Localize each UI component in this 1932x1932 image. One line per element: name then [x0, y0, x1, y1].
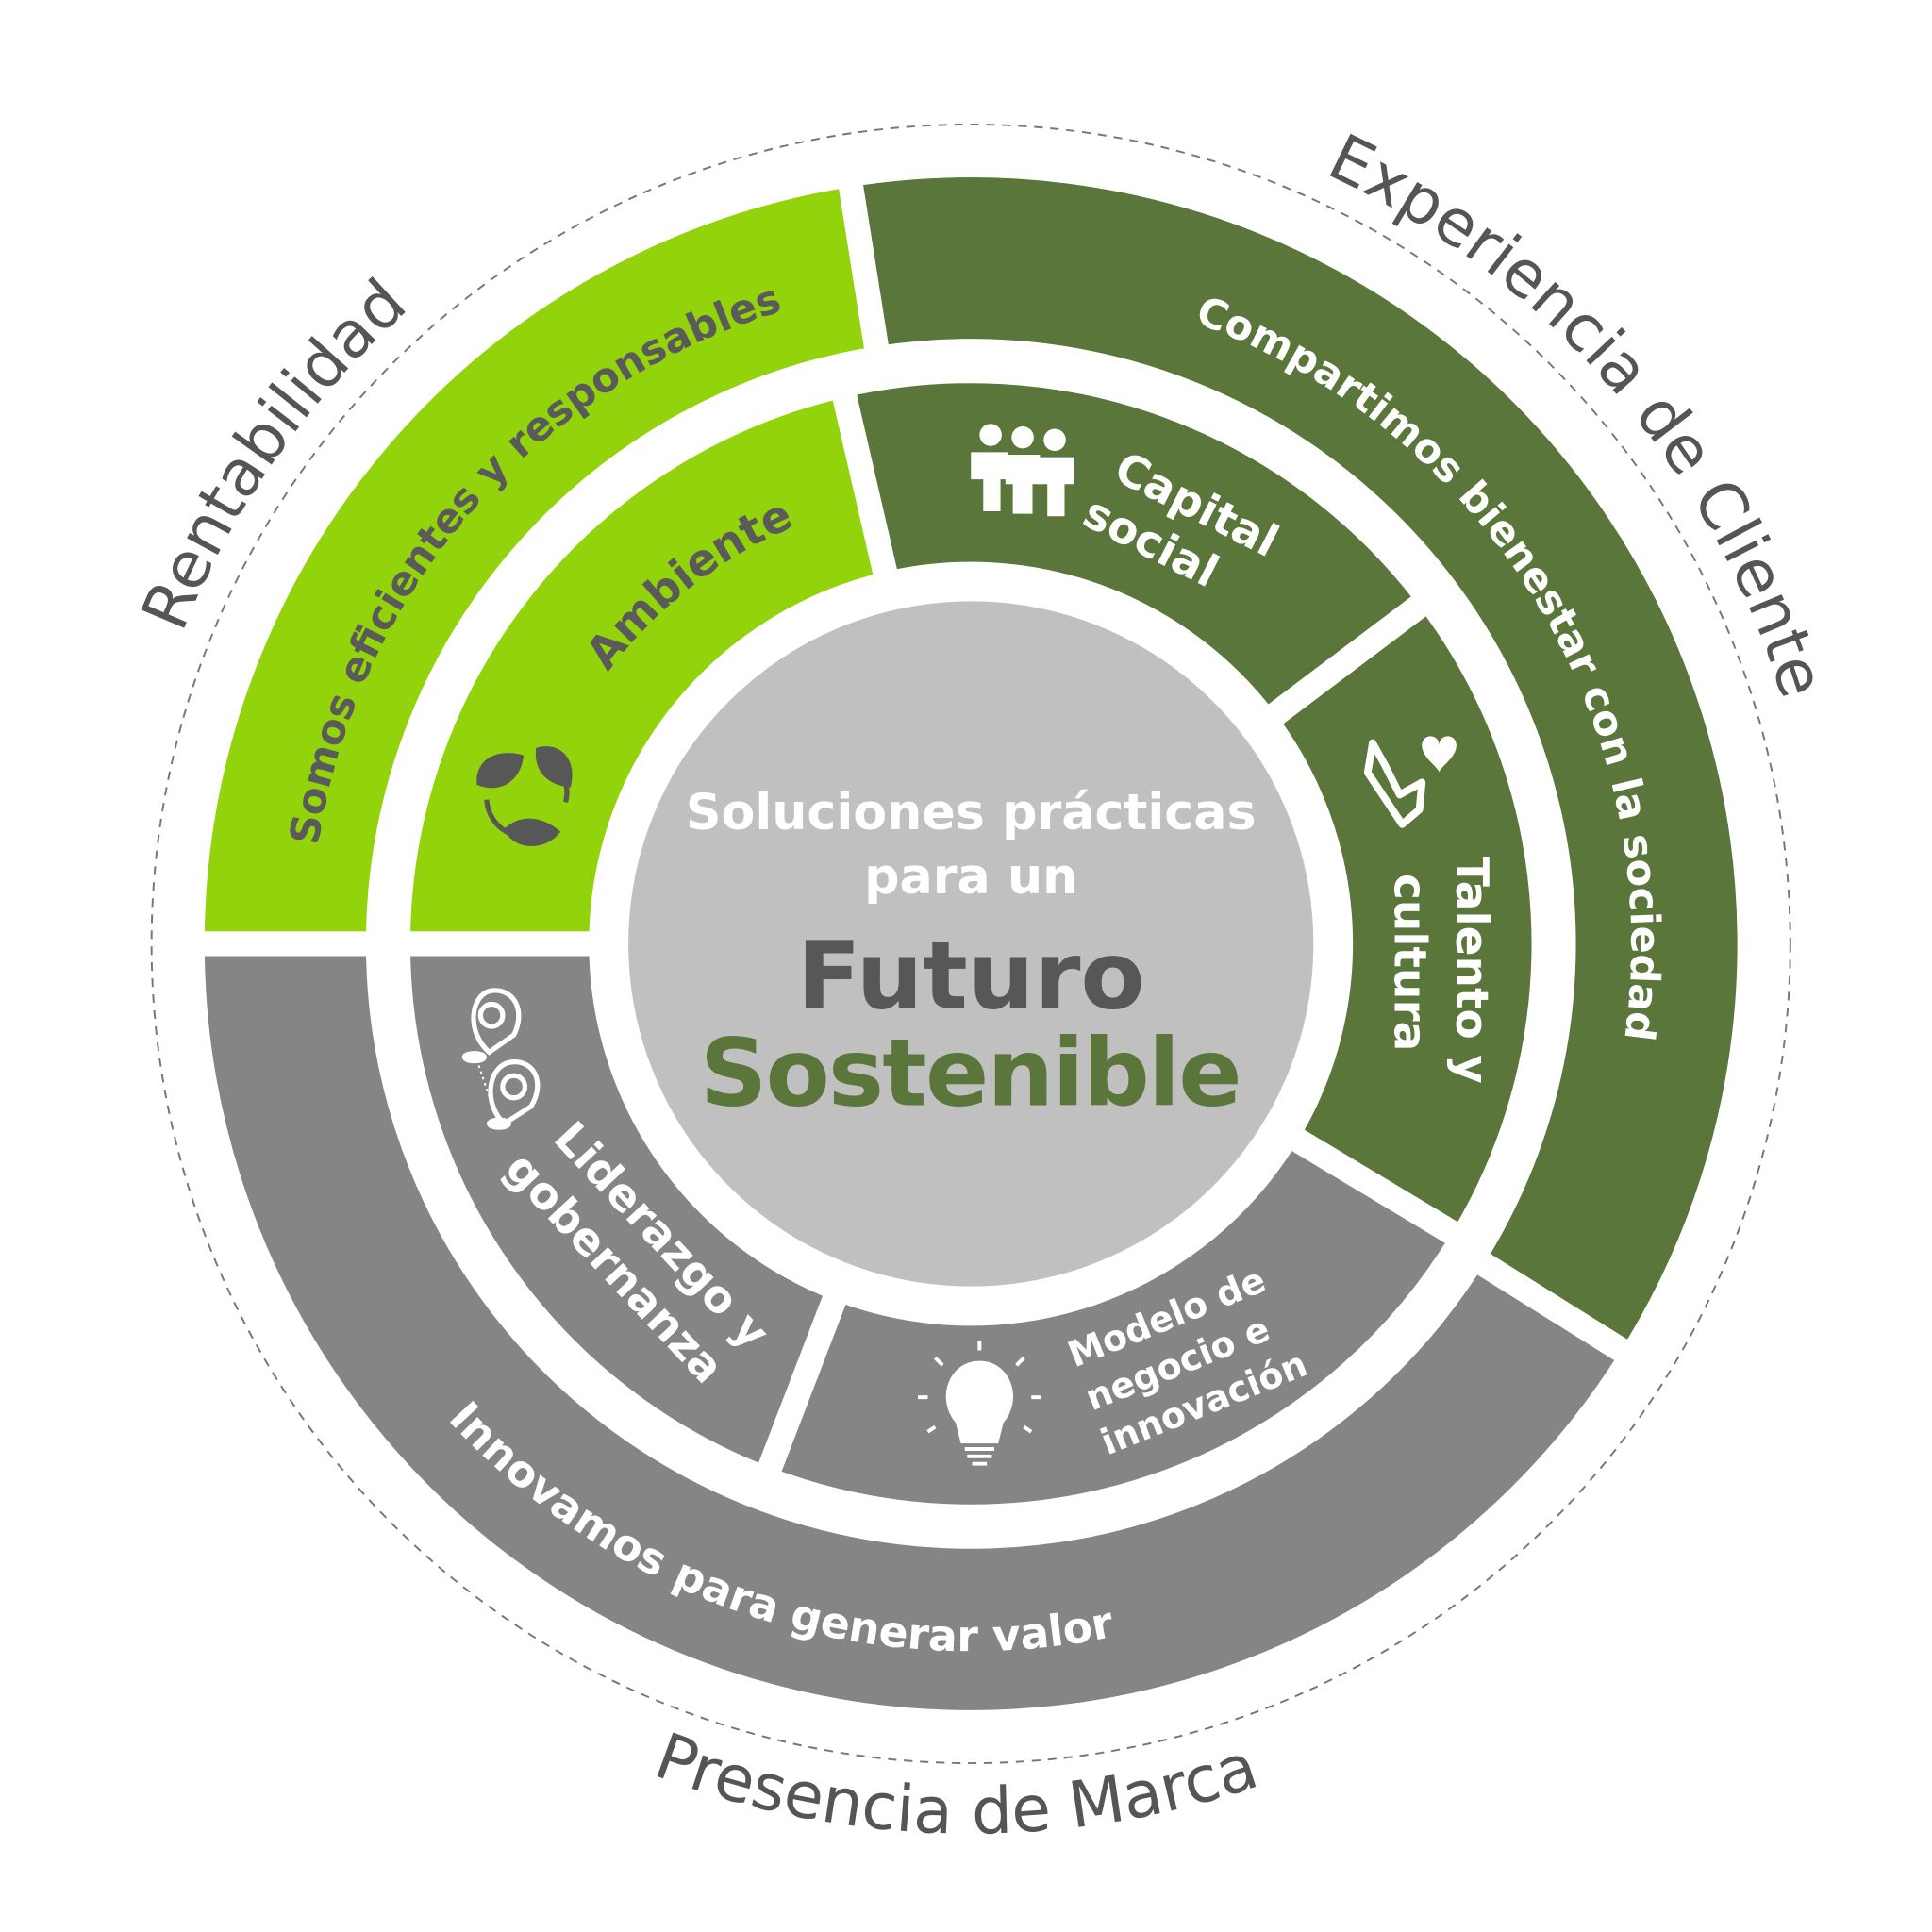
inner-text-talento: Talento y cultura	[1384, 857, 1497, 1084]
outer-sector-environment	[179, 160, 892, 957]
people-group-icon	[971, 424, 1074, 517]
inner-sector-ambiente	[385, 371, 903, 957]
lightbulb-icon	[918, 1341, 1041, 1466]
center-line-2: para un	[864, 849, 1077, 906]
outer-sector-social	[835, 153, 1762, 1374]
center-title-sostenible: Sostenible	[700, 1020, 1242, 1128]
location-pins-icon	[461, 988, 541, 1130]
center-line-1: Soluciones prácticas	[686, 785, 1257, 841]
hand-heart-icon	[1363, 736, 1457, 828]
inner-sector-talento	[1248, 581, 1557, 1257]
talento-line-1: Talento y	[1445, 857, 1497, 1084]
label-presencia-marca: Presencia de Marca	[646, 1719, 1267, 1849]
talento-line-2: cultura	[1384, 874, 1436, 1051]
center-title-futuro: Futuro	[797, 922, 1145, 1030]
center-circle	[606, 578, 1336, 1309]
leaves-cycle-icon	[476, 746, 573, 846]
dashed-boundary-circle	[150, 123, 1791, 1765]
outer-sector-governance	[179, 931, 1649, 1736]
inner-sector-modelo	[749, 1117, 1479, 1529]
